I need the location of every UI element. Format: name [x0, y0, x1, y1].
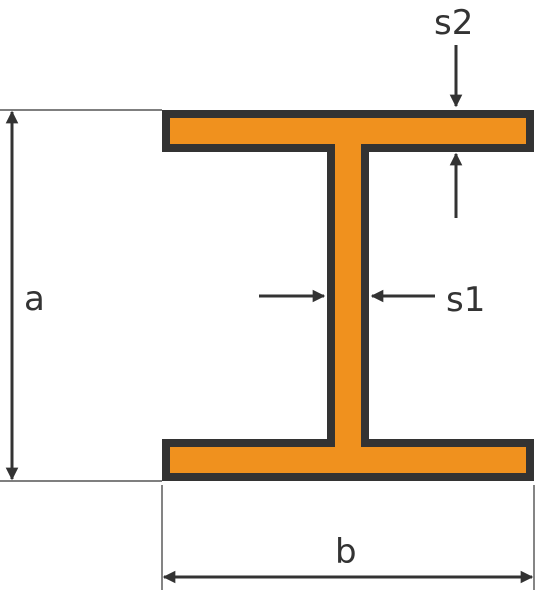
i-beam-section — [162, 110, 534, 481]
label-b: b — [335, 532, 357, 572]
label-s1: s1 — [446, 280, 485, 320]
label-a: a — [24, 279, 45, 319]
label-s2: s2 — [434, 3, 473, 43]
